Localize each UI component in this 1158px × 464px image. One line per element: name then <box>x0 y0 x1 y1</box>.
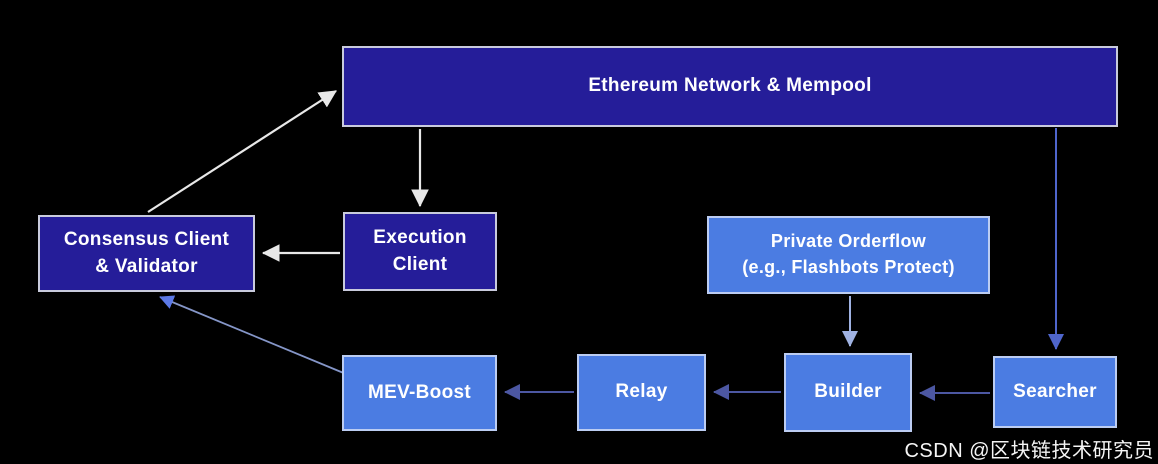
node-consensus-client-validator: Consensus Client & Validator <box>38 215 255 292</box>
node-mev-boost: MEV-Boost <box>342 355 497 431</box>
node-execution-client: Execution Client <box>343 212 497 291</box>
node-private-orderflow: Private Orderflow (e.g., Flashbots Prote… <box>707 216 990 294</box>
node-ethereum-network-mempool: Ethereum Network & Mempool <box>342 46 1118 127</box>
node-builder: Builder <box>784 353 912 432</box>
edge-mevboost-to-consensus-arrow <box>159 295 347 375</box>
csdn-watermark: CSDN @区块链技术研究员 <box>904 440 1154 462</box>
node-searcher: Searcher <box>993 356 1117 428</box>
node-relay: Relay <box>577 354 706 431</box>
edge-consensus-to-ethereum-arrow <box>147 90 337 213</box>
